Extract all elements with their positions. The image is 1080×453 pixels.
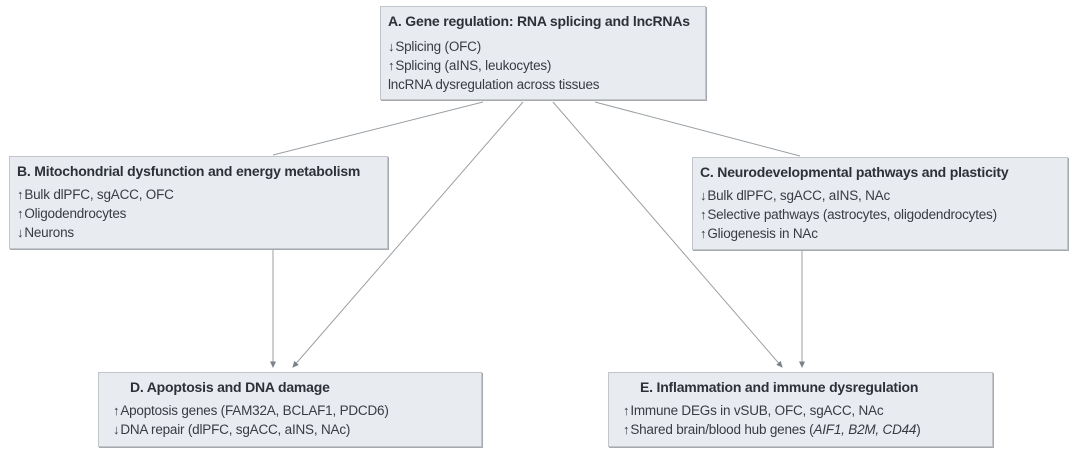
finding-text: Immune DEGs in vSUB, OFC, sgACC, NAc bbox=[630, 403, 884, 418]
panel-d-apoptosis-box: D. Apoptosis and DNA damage ↑Apoptosis g… bbox=[98, 372, 482, 447]
finding-text: Selective pathways (astrocytes, oligoden… bbox=[707, 207, 997, 222]
panel-d-title: D. Apoptosis and DNA damage bbox=[130, 379, 330, 395]
panel-e-inflammation-box: E. Inflammation and immune dysregulation… bbox=[608, 372, 993, 447]
finding-item: ↑Immune DEGs in vSUB, OFC, sgACC, NAc bbox=[623, 401, 984, 420]
panel-e-title: E. Inflammation and immune dysregulation bbox=[640, 379, 919, 395]
panel-d-items: ↑Apoptosis genes (FAM32A, BCLAF1, PDCD6)… bbox=[113, 401, 473, 439]
up-arrow-icon: ↑ bbox=[623, 422, 630, 437]
finding-text: Bulk dlPFC, sgACC, OFC bbox=[24, 187, 174, 202]
finding-text: Shared brain/blood hub genes ( bbox=[630, 422, 814, 437]
finding-text: Neurons bbox=[24, 225, 74, 240]
panel-b-mitochondrial-box: B. Mitochondrial dysfunction and energy … bbox=[9, 156, 388, 249]
panel-a-items: ↓Splicing (OFC)↑Splicing (aINS, leukocyt… bbox=[388, 37, 697, 94]
finding-item: ↑Bulk dlPFC, sgACC, OFC bbox=[17, 185, 379, 204]
finding-text: DNA repair (dlPFC, sgACC, aINS, NAc) bbox=[120, 422, 351, 437]
finding-item: ↑Splicing (aINS, leukocytes) bbox=[388, 56, 697, 75]
edge-A-to-B bbox=[272, 101, 484, 156]
finding-item: ↓Neurons bbox=[17, 223, 379, 242]
finding-item: ↑Oligodendrocytes bbox=[17, 204, 379, 223]
up-arrow-icon: ↑ bbox=[388, 58, 395, 73]
panel-c-neurodevelopmental-box: C. Neurodevelopmental pathways and plast… bbox=[692, 157, 1068, 250]
up-arrow-icon: ↑ bbox=[623, 403, 630, 418]
finding-item: ↓Splicing (OFC) bbox=[388, 37, 697, 56]
down-arrow-icon: ↓ bbox=[113, 422, 120, 437]
finding-text: lncRNA dysregulation across tissues bbox=[388, 77, 600, 92]
finding-text: Oligodendrocytes bbox=[24, 206, 127, 221]
finding-item: ↑Gliogenesis in NAc bbox=[700, 224, 1059, 243]
up-arrow-icon: ↑ bbox=[17, 206, 24, 221]
panel-b-title: B. Mitochondrial dysfunction and energy … bbox=[17, 163, 361, 179]
down-arrow-icon: ↓ bbox=[17, 225, 24, 240]
panel-a-gene-regulation-box: A. Gene regulation: RNA splicing and lnc… bbox=[380, 6, 706, 100]
down-arrow-icon: ↓ bbox=[388, 39, 395, 54]
up-arrow-icon: ↑ bbox=[700, 207, 707, 222]
finding-item: ↑Shared brain/blood hub genes (AIF1, B2M… bbox=[623, 420, 984, 439]
finding-item: ↓Bulk dlPFC, sgACC, aINS, NAc bbox=[700, 186, 1059, 205]
up-arrow-icon: ↑ bbox=[113, 403, 120, 418]
down-arrow-icon: ↓ bbox=[700, 188, 707, 203]
finding-text: Splicing (aINS, leukocytes) bbox=[395, 58, 552, 73]
finding-text: Splicing (OFC) bbox=[395, 39, 482, 54]
panel-a-title: A. Gene regulation: RNA splicing and lnc… bbox=[388, 13, 690, 29]
up-arrow-icon: ↑ bbox=[700, 226, 707, 241]
panel-e-items: ↑Immune DEGs in vSUB, OFC, sgACC, NAc↑Sh… bbox=[623, 401, 984, 439]
panel-c-items: ↓Bulk dlPFC, sgACC, aINS, NAc↑Selective … bbox=[700, 186, 1059, 243]
finding-item: lncRNA dysregulation across tissues bbox=[388, 75, 697, 94]
finding-text: Bulk dlPFC, sgACC, aINS, NAc bbox=[707, 188, 891, 203]
finding-text-suffix: ) bbox=[916, 422, 921, 437]
finding-text: Gliogenesis in NAc bbox=[707, 226, 818, 241]
finding-text: Apoptosis genes (FAM32A, BCLAF1, PDCD6) bbox=[120, 403, 389, 418]
panel-b-items: ↑Bulk dlPFC, sgACC, OFC↑Oligodendrocytes… bbox=[17, 185, 379, 242]
finding-item: ↑Selective pathways (astrocytes, oligode… bbox=[700, 205, 1059, 224]
finding-item: ↑Apoptosis genes (FAM32A, BCLAF1, PDCD6) bbox=[113, 401, 473, 420]
panel-c-title: C. Neurodevelopmental pathways and plast… bbox=[700, 164, 1009, 180]
edge-A-to-C bbox=[594, 101, 801, 157]
up-arrow-icon: ↑ bbox=[17, 187, 24, 202]
gene-names-italic: AIF1, B2M, CD44 bbox=[813, 422, 917, 437]
finding-item: ↓DNA repair (dlPFC, sgACC, aINS, NAc) bbox=[113, 420, 473, 439]
